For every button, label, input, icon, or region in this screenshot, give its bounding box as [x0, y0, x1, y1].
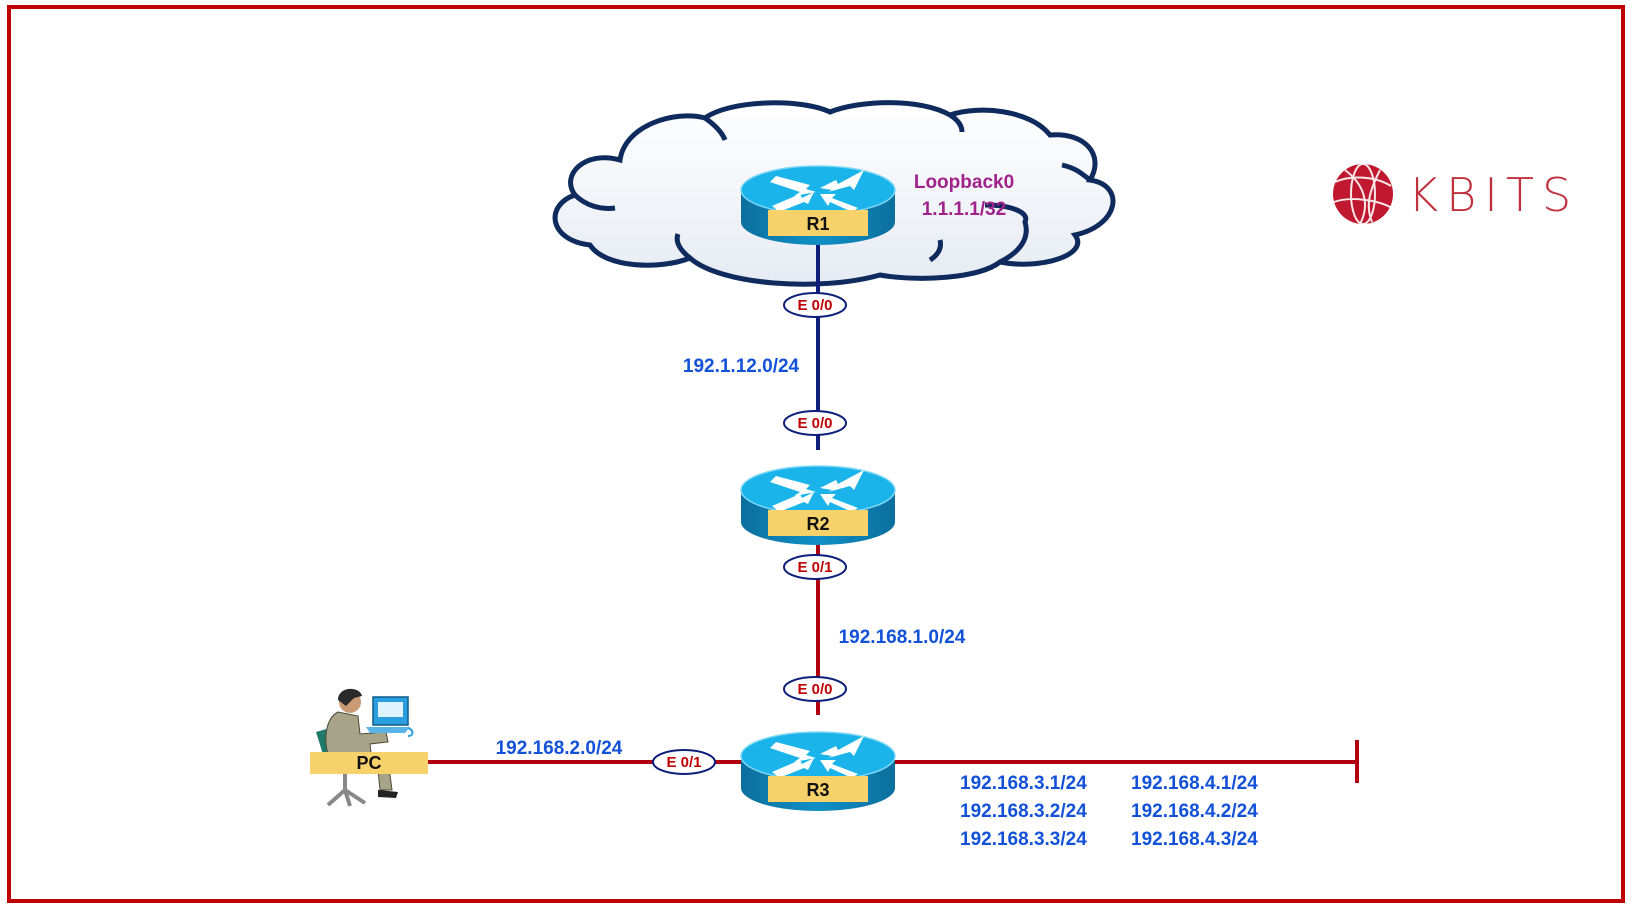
svg-text:E 0/0: E 0/0 — [797, 297, 832, 314]
loopback-address: 1.1.1.1/32 — [922, 199, 1007, 220]
svg-text:E 0/0: E 0/0 — [797, 681, 832, 698]
subnet-r2-r3: 192.168.1.0/24 — [839, 627, 966, 648]
subnet-r1-r2: 192.1.12.0/24 — [683, 356, 800, 377]
globe-icon — [1333, 163, 1393, 225]
pc-device[interactable]: PC — [310, 688, 428, 807]
kbits-wordmark: KBITS — [1408, 168, 1579, 222]
lan-address: 192.168.4.1/24 — [1131, 773, 1258, 794]
lan-address: 192.168.4.2/24 — [1131, 801, 1258, 822]
iface-r1-e0-0[interactable]: E 0/0 — [783, 292, 847, 318]
iface-r2-e0-1[interactable]: E 0/1 — [783, 554, 847, 580]
iface-r3-e0-0[interactable]: E 0/0 — [783, 676, 847, 702]
iface-r3-e0-1[interactable]: E 0/1 — [652, 749, 716, 775]
lan-address: 192.168.3.2/24 — [960, 801, 1087, 822]
router-r3-label: R3 — [806, 780, 829, 800]
router-r2[interactable]: R2 — [740, 465, 896, 546]
lan-address-list: 192.168.3.1/24 192.168.3.2/24 192.168.3.… — [960, 773, 1258, 850]
lan-address: 192.168.3.3/24 — [960, 829, 1087, 850]
loopback-name: Loopback0 — [914, 172, 1014, 193]
user-workstation-icon — [316, 688, 414, 807]
svg-text:E 0/1: E 0/1 — [797, 559, 832, 576]
iface-r2-e0-0[interactable]: E 0/0 — [783, 410, 847, 436]
svg-text:E 0/1: E 0/1 — [666, 754, 701, 771]
diagram-frame — [7, 5, 1625, 903]
svg-text:E 0/0: E 0/0 — [797, 415, 832, 432]
router-r2-label: R2 — [806, 514, 829, 534]
lan-address: 192.168.4.3/24 — [1131, 829, 1258, 850]
lan-address: 192.168.3.1/24 — [960, 773, 1087, 794]
router-r3[interactable]: R3 — [740, 731, 896, 812]
kbits-logo: KBITS — [1333, 163, 1579, 225]
router-r1-label: R1 — [806, 214, 829, 234]
router-r1[interactable]: R1 — [740, 165, 896, 246]
pc-label: PC — [356, 753, 381, 773]
subnet-pc-r3: 192.168.2.0/24 — [496, 738, 623, 759]
